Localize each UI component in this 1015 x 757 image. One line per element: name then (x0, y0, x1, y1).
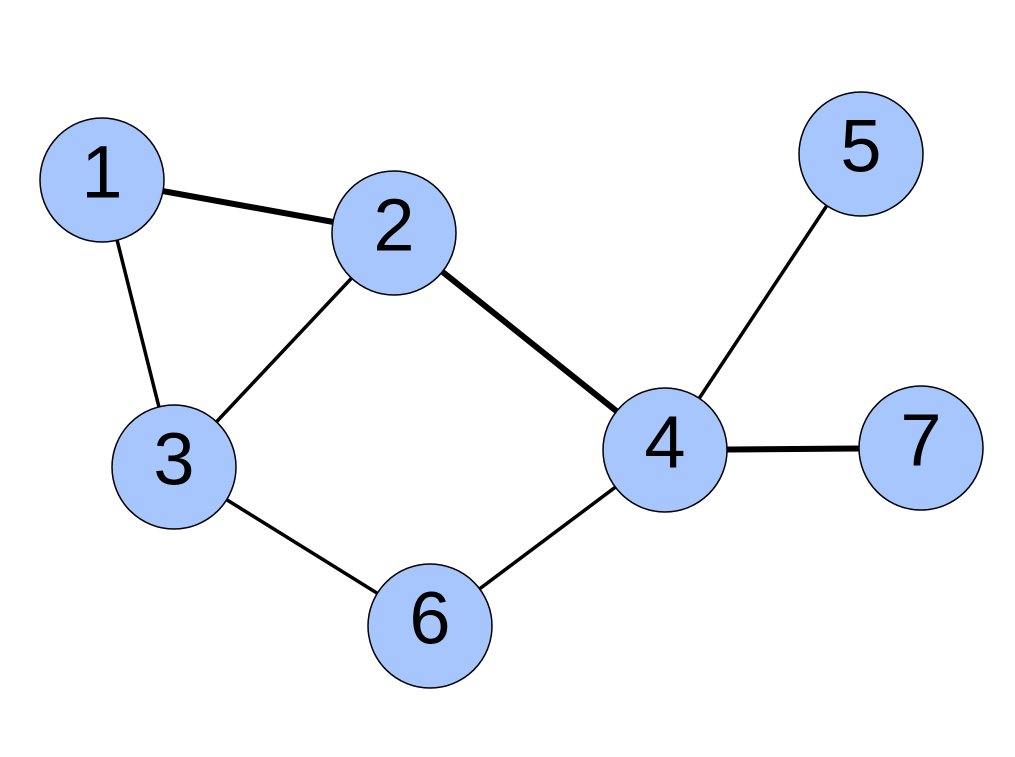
node-circle (331, 170, 457, 296)
node-3: 3 (111, 404, 237, 530)
node-7: 7 (858, 385, 984, 511)
node-label: 6 (409, 577, 450, 660)
node-1: 1 (39, 117, 165, 243)
node-circle (798, 91, 924, 217)
edges-layer (100, 153, 922, 628)
node-label: 1 (81, 131, 122, 214)
node-4: 4 (602, 387, 728, 513)
node-2: 2 (331, 170, 457, 296)
node-5: 5 (798, 91, 924, 217)
node-label: 2 (373, 184, 414, 267)
node-circle (602, 387, 728, 513)
node-label: 7 (900, 399, 941, 482)
node-6: 6 (367, 563, 493, 689)
node-circle (39, 117, 165, 243)
node-circle (858, 385, 984, 511)
nodes-layer: 1 2 3 4 5 6 7 (39, 91, 984, 689)
node-circle (367, 563, 493, 689)
node-label: 4 (644, 401, 685, 484)
node-circle (111, 404, 237, 530)
node-label: 3 (153, 418, 194, 501)
node-label: 5 (840, 105, 881, 188)
